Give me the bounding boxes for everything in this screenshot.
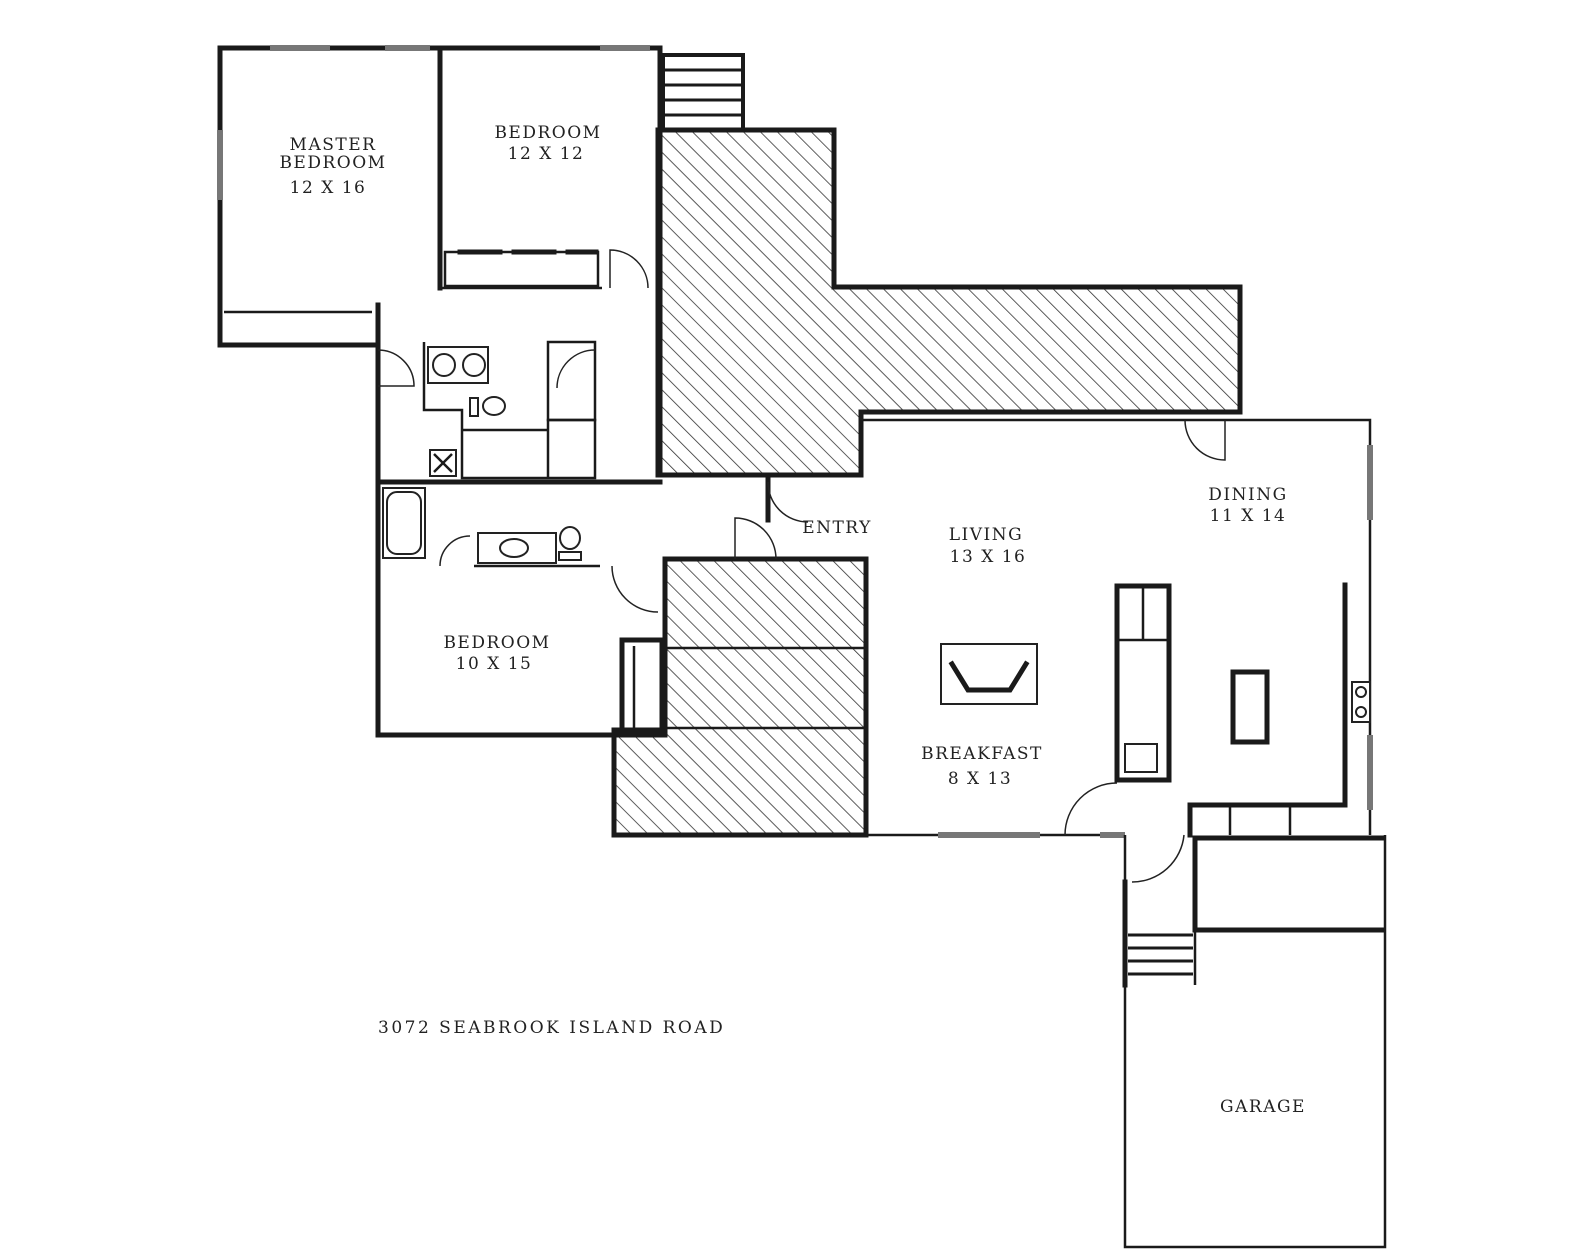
garage-walls xyxy=(1123,835,1387,1249)
bath-block xyxy=(422,342,597,480)
deck-lower xyxy=(611,556,869,838)
deck-upper xyxy=(655,127,1243,478)
sink-icon xyxy=(499,538,529,558)
bedroom-2-closet xyxy=(443,250,600,288)
toilet-icon xyxy=(559,526,581,550)
bathtub-inner-icon xyxy=(386,491,422,555)
master-bedroom-walls xyxy=(217,45,659,348)
cross-box-line xyxy=(433,453,453,473)
address-label: 3072 SEABROOK ISLAND ROAD xyxy=(378,1018,725,1038)
breakfast-size: 8 X 13 xyxy=(948,769,1012,789)
breakfast-name: BREAKFAST xyxy=(921,744,1043,764)
entry-name: ENTRY xyxy=(802,518,872,538)
dining-name: DINING xyxy=(1208,485,1287,505)
toilet-icon xyxy=(482,396,506,416)
bedroom-3-size: 10 X 15 xyxy=(456,654,533,674)
master-bedroom-name-2: BEDROOM xyxy=(279,153,386,173)
bedroom-2-size: 12 X 12 xyxy=(508,144,585,164)
kitchen-base-cabinets xyxy=(1187,802,1348,838)
garage-name: GARAGE xyxy=(1220,1097,1306,1117)
utility-walls xyxy=(1192,835,1385,933)
bedroom-3-name: BEDROOM xyxy=(443,633,550,653)
fireplace-hearth xyxy=(948,660,1030,693)
bedroom-3-walls xyxy=(375,556,668,738)
bedroom-3-closet xyxy=(619,637,665,735)
sink-bowl-icon xyxy=(1355,706,1367,718)
sink-icon xyxy=(432,353,456,377)
living-size: 13 X 16 xyxy=(950,547,1027,567)
kitchen-island xyxy=(1230,669,1270,745)
doors xyxy=(377,249,1226,883)
toilet-tank-icon xyxy=(558,551,582,561)
linen-closet xyxy=(546,340,597,422)
sink-bowl-icon xyxy=(1355,686,1367,698)
dining-size: 11 X 14 xyxy=(1210,506,1287,526)
stairs-deck xyxy=(661,53,745,132)
stairs-garage xyxy=(1128,933,1193,976)
master-bedroom-size: 12 X 16 xyxy=(290,178,367,198)
toilet-tank-icon xyxy=(469,397,479,417)
master-bedroom-name-1: MASTER xyxy=(290,135,377,155)
bedroom-2-name: BEDROOM xyxy=(494,123,601,143)
range-icon xyxy=(1124,743,1158,773)
sink-icon xyxy=(462,353,486,377)
living-name: LIVING xyxy=(949,525,1023,545)
